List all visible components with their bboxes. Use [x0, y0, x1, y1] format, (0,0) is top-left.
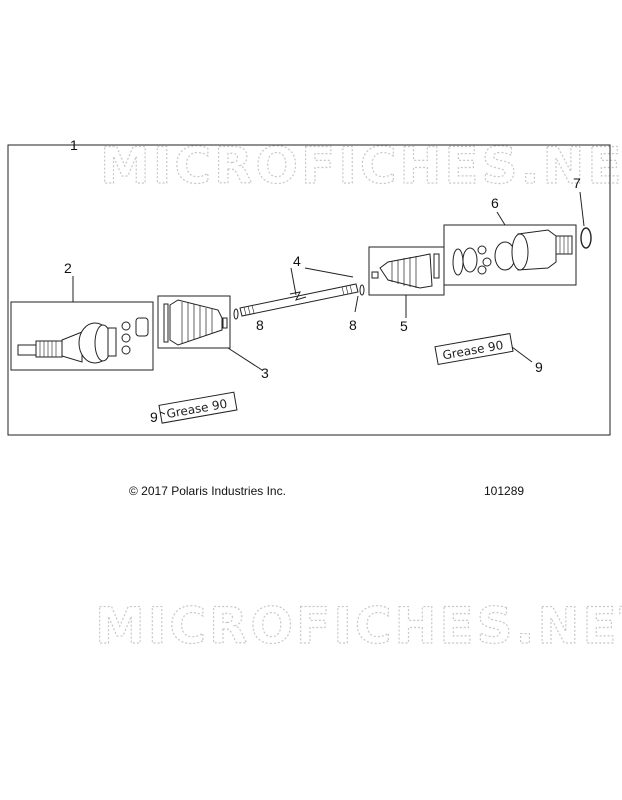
outer-boot-group — [157, 295, 263, 371]
watermark-top: MICROFICHES.NET — [100, 137, 622, 195]
inner-boot-group — [368, 246, 445, 318]
watermark-bottom: MICROFICHES.NET — [95, 597, 622, 655]
callout-7: 7 — [573, 175, 581, 191]
callout-1: 1 — [70, 137, 78, 153]
grease-label-left: Grease 90 — [158, 391, 238, 424]
copyright-text: © 2017 Polaris Industries Inc. — [129, 484, 286, 498]
retaining-ring — [580, 227, 592, 249]
shaft — [239, 267, 359, 317]
callout-4: 4 — [293, 253, 301, 269]
outer-cv-joint-group — [10, 276, 154, 371]
snap-ring-right — [359, 284, 365, 296]
callout-9-right: 9 — [535, 359, 543, 375]
grease-label-right: Grease 90 — [434, 332, 514, 366]
callout-3: 3 — [261, 365, 269, 381]
inner-cv-joint-group — [443, 211, 577, 286]
callout-2: 2 — [64, 260, 72, 276]
assembly-frame — [7, 144, 611, 436]
callout-9-left: 9 — [150, 409, 158, 425]
callout-8-left: 8 — [256, 317, 264, 333]
document-number: 101289 — [484, 484, 525, 498]
snap-ring-left — [233, 308, 239, 320]
callout-5: 5 — [400, 318, 408, 334]
callout-8-right: 8 — [349, 317, 357, 333]
callout-6: 6 — [491, 195, 499, 211]
